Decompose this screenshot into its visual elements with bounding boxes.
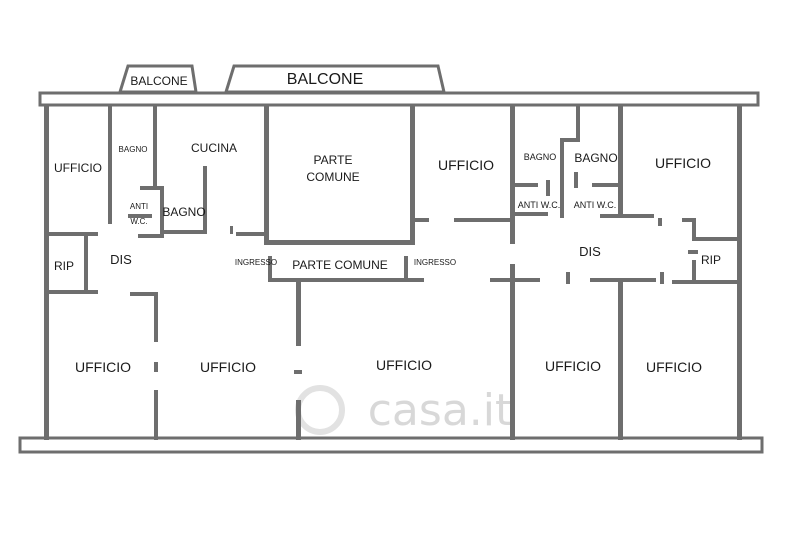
label-parte-comune-corridor: PARTE COMUNE — [292, 258, 388, 272]
label-balcone-small: BALCONE — [130, 74, 187, 88]
watermark-text: casa.it — [368, 385, 513, 436]
label-ufficio-bottom-1: UFFICIO — [75, 359, 131, 375]
label-cucina: CUCINA — [191, 141, 237, 155]
label-anti: ANTI — [130, 202, 148, 211]
label-parte-comune-top-2: COMUNE — [306, 170, 359, 184]
label-anti-wc-right-1: ANTI W.C. — [518, 200, 561, 210]
label-ingresso-right: INGRESSO — [414, 258, 456, 267]
label-bagno-left: BAGNO — [162, 205, 205, 219]
label-dis-left: DIS — [110, 252, 132, 267]
casa-logo-icon — [295, 385, 345, 435]
label-bagno-small-left: BAGNO — [119, 145, 148, 154]
label-bagno-right-small: BAGNO — [524, 152, 557, 162]
label-anti-wc-right-2: ANTI W.C. — [574, 200, 617, 210]
label-balcone-large: BALCONE — [287, 71, 363, 88]
label-rip-left: RIP — [54, 259, 74, 273]
top-slab — [38, 91, 760, 107]
label-ufficio-bottom-3: UFFICIO — [376, 357, 432, 373]
label-ufficio-bottom-5: UFFICIO — [646, 359, 702, 375]
label-dis-right: DIS — [579, 244, 601, 259]
label-ufficio-bottom-4: UFFICIO — [545, 358, 601, 374]
label-ufficio-top-left: UFFICIO — [54, 161, 102, 175]
label-bagno-right: BAGNO — [574, 151, 617, 165]
label-wc: W.C. — [130, 217, 147, 226]
label-ingresso-left: INGRESSO — [235, 258, 277, 267]
label-ufficio-top-center: UFFICIO — [438, 157, 494, 173]
label-parte-comune-top-1: PARTE — [314, 153, 353, 167]
interior-walls — [48, 104, 742, 440]
watermark: casa.it — [295, 385, 513, 436]
outer-walls — [44, 104, 742, 440]
label-ufficio-top-right: UFFICIO — [655, 155, 711, 171]
bottom-slab — [18, 436, 764, 454]
label-rip-right: RIP — [701, 253, 721, 267]
label-ufficio-bottom-2: UFFICIO — [200, 359, 256, 375]
